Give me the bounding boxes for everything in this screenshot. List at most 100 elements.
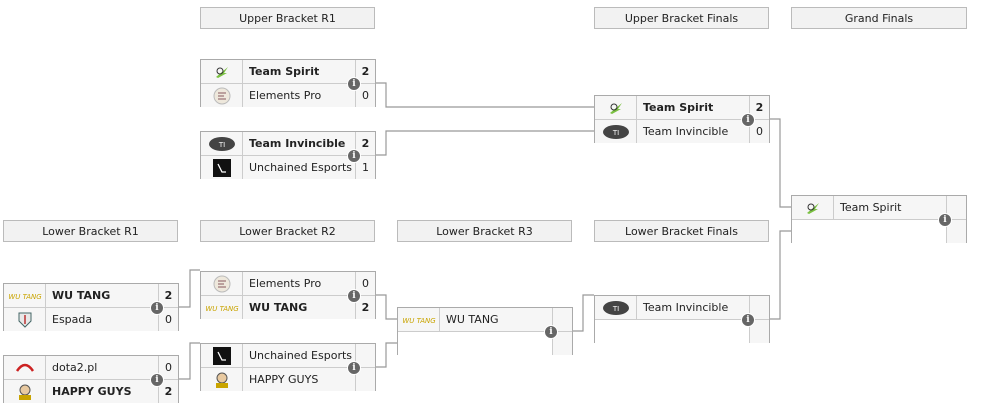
team-score: 2: [158, 284, 178, 307]
team-row[interactable]: Elements Pro 0: [201, 272, 375, 295]
match-lb-r1-1[interactable]: WU TANG WU TANG 2 Espada 0 i: [3, 283, 179, 331]
wu-tang-logo: WU TANG: [398, 308, 440, 331]
header-lower-bracket-r3: Lower Bracket R3: [397, 220, 572, 242]
svg-text:WU TANG: WU TANG: [205, 305, 239, 313]
match-info-icon[interactable]: i: [150, 301, 164, 315]
team-score: 1: [355, 156, 375, 179]
match-ub-finals[interactable]: Team Spirit 2 TI Team Invincible 0 i: [594, 95, 770, 143]
team-row[interactable]: Unchained Esports: [201, 344, 375, 367]
unchained-esports-logo: [201, 156, 243, 179]
team-name: Unchained Esports: [249, 161, 353, 174]
team-invincible-logo: TI: [201, 132, 243, 155]
team-name: Team Invincible: [643, 125, 729, 138]
team-row[interactable]: TI Team Invincible 0: [595, 119, 769, 143]
team-spirit-logo: [201, 60, 243, 83]
match-info-icon[interactable]: i: [544, 325, 558, 339]
espada-logo: [4, 308, 46, 331]
svg-text:TI: TI: [217, 141, 224, 149]
team-score: [552, 308, 572, 331]
team-name: dota2.pl: [52, 361, 98, 374]
team-row[interactable]: dota2.pl 0: [4, 356, 178, 379]
team-row-empty: [398, 331, 572, 355]
team-name: Team Spirit: [840, 201, 902, 214]
team-score: 0: [158, 356, 178, 379]
match-info-icon[interactable]: i: [150, 373, 164, 387]
elements-pro-logo: [201, 272, 243, 295]
header-grand-finals: Grand Finals: [791, 7, 967, 29]
wu-tang-logo: WU TANG: [201, 296, 243, 319]
team-invincible-logo: TI: [595, 120, 637, 143]
team-name: HAPPY GUYS: [249, 373, 319, 386]
team-score: 0: [749, 120, 769, 143]
match-lb-finals[interactable]: TI Team Invincible i: [594, 295, 770, 343]
team-score: 0: [355, 272, 375, 295]
team-score: 2: [355, 60, 375, 83]
elements-pro-logo: [201, 84, 243, 107]
team-row[interactable]: Team Spirit 2: [595, 96, 769, 119]
team-name: Unchained Esports: [249, 349, 353, 362]
match-lb-r2-1[interactable]: Elements Pro 0 WU TANG WU TANG 2 i: [200, 271, 376, 319]
team-score: 2: [749, 96, 769, 119]
team-row-empty: [792, 219, 966, 243]
match-info-icon[interactable]: i: [741, 313, 755, 327]
team-row[interactable]: Unchained Esports 1: [201, 155, 375, 179]
team-row[interactable]: WU TANG WU TANG 2: [201, 295, 375, 319]
team-row-empty: [595, 319, 769, 343]
team-row[interactable]: HAPPY GUYS 2: [4, 379, 178, 403]
team-name: HAPPY GUYS: [52, 385, 132, 398]
team-name: Elements Pro: [249, 277, 322, 290]
match-info-icon[interactable]: i: [347, 149, 361, 163]
team-invincible-logo: TI: [595, 296, 637, 319]
team-row[interactable]: WU TANG WU TANG 2: [4, 284, 178, 307]
team-score: [946, 196, 966, 219]
team-score: 2: [355, 132, 375, 155]
match-ub-r1-1[interactable]: Team Spirit 2 Elements Pro 0 i: [200, 59, 376, 107]
team-row[interactable]: WU TANG WU TANG: [398, 308, 572, 331]
team-score: [946, 220, 966, 243]
team-spirit-logo: [595, 96, 637, 119]
team-row[interactable]: TI Team Invincible 2: [201, 132, 375, 155]
team-score: 0: [355, 84, 375, 107]
team-score: [355, 368, 375, 391]
team-score: [749, 296, 769, 319]
match-info-icon[interactable]: i: [938, 213, 952, 227]
match-info-icon[interactable]: i: [347, 289, 361, 303]
svg-text:WU TANG: WU TANG: [8, 293, 42, 301]
team-name: Team Invincible: [249, 137, 346, 150]
happy-guys-logo: [4, 380, 46, 403]
team-row[interactable]: Team Spirit 2: [201, 60, 375, 83]
team-row[interactable]: Elements Pro 0: [201, 83, 375, 107]
dota2pl-logo: [4, 356, 46, 379]
match-lb-r1-2[interactable]: dota2.pl 0 HAPPY GUYS 2 i: [3, 355, 179, 403]
team-spirit-logo: [792, 196, 834, 219]
header-lower-bracket-r2: Lower Bracket R2: [200, 220, 375, 242]
svg-text:WU TANG: WU TANG: [402, 317, 436, 325]
team-score: 2: [355, 296, 375, 319]
team-name: WU TANG: [249, 301, 308, 314]
match-info-icon[interactable]: i: [347, 361, 361, 375]
team-row[interactable]: Team Spirit: [792, 196, 966, 219]
team-row[interactable]: TI Team Invincible: [595, 296, 769, 319]
header-lower-bracket-r1: Lower Bracket R1: [3, 220, 178, 242]
match-grand-finals[interactable]: Team Spirit i: [791, 195, 967, 243]
team-name: Elements Pro: [249, 89, 322, 102]
team-name: Team Spirit: [643, 101, 714, 114]
header-upper-bracket-finals: Upper Bracket Finals: [594, 7, 769, 29]
unchained-esports-logo: [201, 344, 243, 367]
team-name: Team Spirit: [249, 65, 320, 78]
team-score: [355, 344, 375, 367]
svg-text:TI: TI: [611, 305, 618, 313]
wu-tang-logo: WU TANG: [4, 284, 46, 307]
svg-text:TI: TI: [611, 129, 618, 137]
match-ub-r1-2[interactable]: TI Team Invincible 2 Unchained Esports 1…: [200, 131, 376, 179]
match-lb-r3[interactable]: WU TANG WU TANG i: [397, 307, 573, 355]
match-info-icon[interactable]: i: [741, 113, 755, 127]
team-row[interactable]: HAPPY GUYS: [201, 367, 375, 391]
match-info-icon[interactable]: i: [347, 77, 361, 91]
match-lb-r2-2[interactable]: Unchained Esports HAPPY GUYS i: [200, 343, 376, 391]
team-score: [552, 332, 572, 355]
team-row[interactable]: Espada 0: [4, 307, 178, 331]
team-name: WU TANG: [52, 289, 111, 302]
team-name: WU TANG: [446, 313, 499, 326]
